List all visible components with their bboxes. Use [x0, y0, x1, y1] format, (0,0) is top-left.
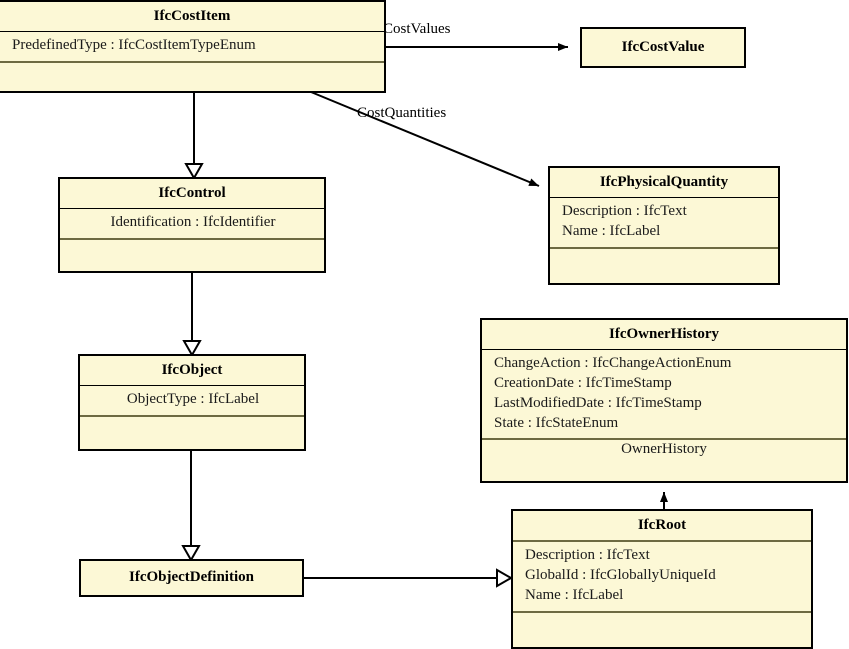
class-title-ifcobject: IfcObject	[80, 356, 304, 387]
edge-label-cost-values: CostValues	[383, 21, 451, 37]
attr-row: ChangeAction : IfcChangeActionEnum	[494, 355, 732, 372]
class-box-ifccostitem[interactable]: IfcCostItem PredefinedType : IfcCostItem…	[0, 0, 386, 93]
attr-row: GlobalId : IfcGloballyUniqueId	[525, 567, 716, 584]
class-title-ifcobjectdefinition: IfcObjectDefinition	[129, 569, 254, 586]
class-title-ifccostvalue: IfcCostValue	[621, 38, 705, 55]
attr-row: State : IfcStateEnum	[494, 414, 619, 431]
class-footer-ifccostitem	[0, 63, 384, 82]
attr-row: Name : IfcLabel	[525, 586, 624, 603]
class-attrs-ifcroot: Description : IfcText GlobalId : IfcGlob…	[513, 542, 811, 613]
class-box-ifccontrol[interactable]: IfcControl Identification : IfcIdentifie…	[58, 177, 326, 273]
attr-row: Description : IfcText	[525, 547, 650, 564]
class-box-ifccostvalue[interactable]: IfcCostValue	[580, 27, 746, 68]
class-footer-ifcphysicalquantity	[550, 249, 778, 268]
edge-objectdefinition-root	[304, 568, 514, 588]
class-footer-ifccontrol	[60, 240, 324, 259]
class-footer-ifcroot	[513, 613, 811, 632]
attr-row: Description : IfcText	[562, 203, 687, 220]
class-box-ifcroot[interactable]: IfcRoot Description : IfcText GlobalId :…	[511, 509, 813, 649]
edge-costitem-control	[184, 92, 204, 181]
attr-row: PredefinedType : IfcCostItemTypeEnum	[12, 37, 256, 54]
class-attrs-ifcobject: ObjectType : IfcLabel	[80, 386, 304, 418]
attr-row: LastModifiedDate : IfcTimeStamp	[494, 394, 702, 411]
edge-label-cost-quantities: CostQuantities	[357, 105, 447, 121]
class-title-ifccontrol: IfcControl	[60, 179, 324, 210]
class-title-ifcownerhistory: IfcOwnerHistory	[482, 320, 846, 351]
class-box-ifcownerhistory[interactable]: IfcOwnerHistory ChangeAction : IfcChange…	[480, 318, 848, 483]
attr-row: ObjectType : IfcLabel	[126, 391, 260, 408]
attr-row: Identification : IfcIdentifier	[110, 214, 276, 231]
class-attrs-ifcownerhistory: ChangeAction : IfcChangeActionEnum Creat…	[482, 350, 846, 441]
class-box-ifcobject[interactable]: IfcObject ObjectType : IfcLabel	[78, 354, 306, 451]
attr-row: Name : IfcLabel	[562, 223, 661, 240]
class-footer-ifcobject	[80, 417, 304, 436]
class-title-ifccostitem: IfcCostItem	[0, 2, 384, 33]
class-title-ifcphysicalquantity: IfcPhysicalQuantity	[550, 168, 778, 199]
class-title-ifcroot: IfcRoot	[513, 511, 811, 543]
edge-control-object	[182, 273, 202, 358]
class-attrs-ifccostitem: PredefinedType : IfcCostItemTypeEnum	[0, 32, 384, 64]
class-footer-ifcownerhistory: OwnerHistory	[621, 441, 707, 458]
attr-row: CreationDate : IfcTimeStamp	[494, 375, 672, 392]
class-box-ifcobjectdefinition[interactable]: IfcObjectDefinition	[79, 559, 304, 597]
edge-object-objectdefinition	[181, 451, 201, 563]
class-box-ifcphysicalquantity[interactable]: IfcPhysicalQuantity Description : IfcTex…	[548, 166, 780, 285]
class-attrs-ifcphysicalquantity: Description : IfcText Name : IfcLabel	[550, 198, 778, 249]
class-attrs-ifccontrol: Identification : IfcIdentifier	[60, 209, 324, 241]
